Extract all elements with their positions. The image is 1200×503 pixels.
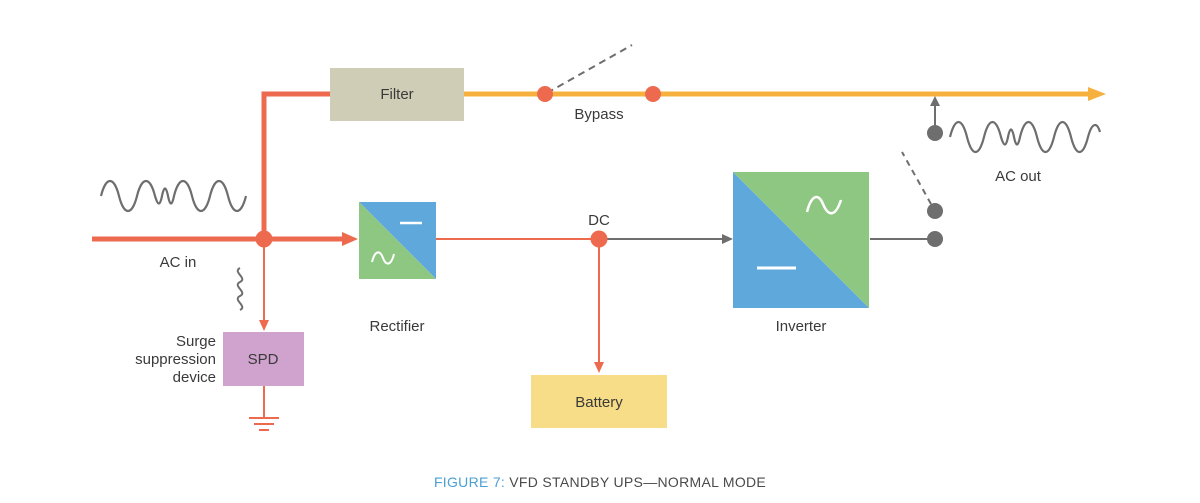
input-node	[255, 230, 273, 248]
spd-box	[223, 332, 304, 386]
inverter-contact-lower	[927, 231, 943, 247]
ac-input-waveform	[99, 179, 248, 213]
ac-input-arrowhead	[342, 232, 358, 246]
battery-label: Battery	[575, 394, 623, 411]
filter-box	[330, 68, 464, 121]
bypass-contact-right	[645, 86, 661, 102]
dc-label: DC	[588, 212, 610, 229]
inverter-switch-arm	[901, 151, 932, 205]
ac-output-arrowhead	[1088, 87, 1106, 101]
caption-title: VFD STANDBY UPS—NORMAL MODE	[509, 474, 767, 490]
spd-feed-arrowhead	[259, 320, 269, 331]
ground-icon	[249, 386, 279, 431]
caption-prefix: FIGURE 7:	[433, 474, 506, 490]
figure-caption: FIGURE 7: VFD STANDBY UPS—NORMAL MODE	[0, 474, 1200, 490]
inverter-label: Inverter	[776, 318, 827, 335]
ac-output-waveform	[948, 120, 1102, 154]
filter-label: Filter	[380, 86, 413, 103]
surge-waveform	[236, 267, 244, 311]
filter-feed-line	[261, 91, 330, 239]
inverter-block	[733, 172, 869, 308]
surge-label-line1: Surge	[176, 333, 216, 350]
ac-out-label: AC out	[995, 168, 1042, 185]
dc-to-inverter-arrowhead	[722, 234, 733, 244]
battery-box	[531, 375, 667, 428]
bypass-switch-arm	[546, 44, 633, 94]
output-tap-contact	[927, 125, 943, 141]
dc-node	[590, 230, 608, 248]
output-tap-arrowhead	[930, 96, 940, 106]
battery-feed-arrowhead	[594, 362, 604, 373]
ac-in-label: AC in	[160, 254, 197, 271]
bypass-label: Bypass	[574, 106, 623, 123]
rectifier-block	[359, 202, 436, 279]
rectifier-label: Rectifier	[369, 318, 424, 335]
spd-label: SPD	[248, 351, 279, 368]
surge-label-line2: suppression	[135, 351, 216, 368]
inverter-contact-upper	[927, 203, 943, 219]
bypass-contact-left	[537, 86, 553, 102]
surge-label-line3: device	[173, 369, 216, 386]
